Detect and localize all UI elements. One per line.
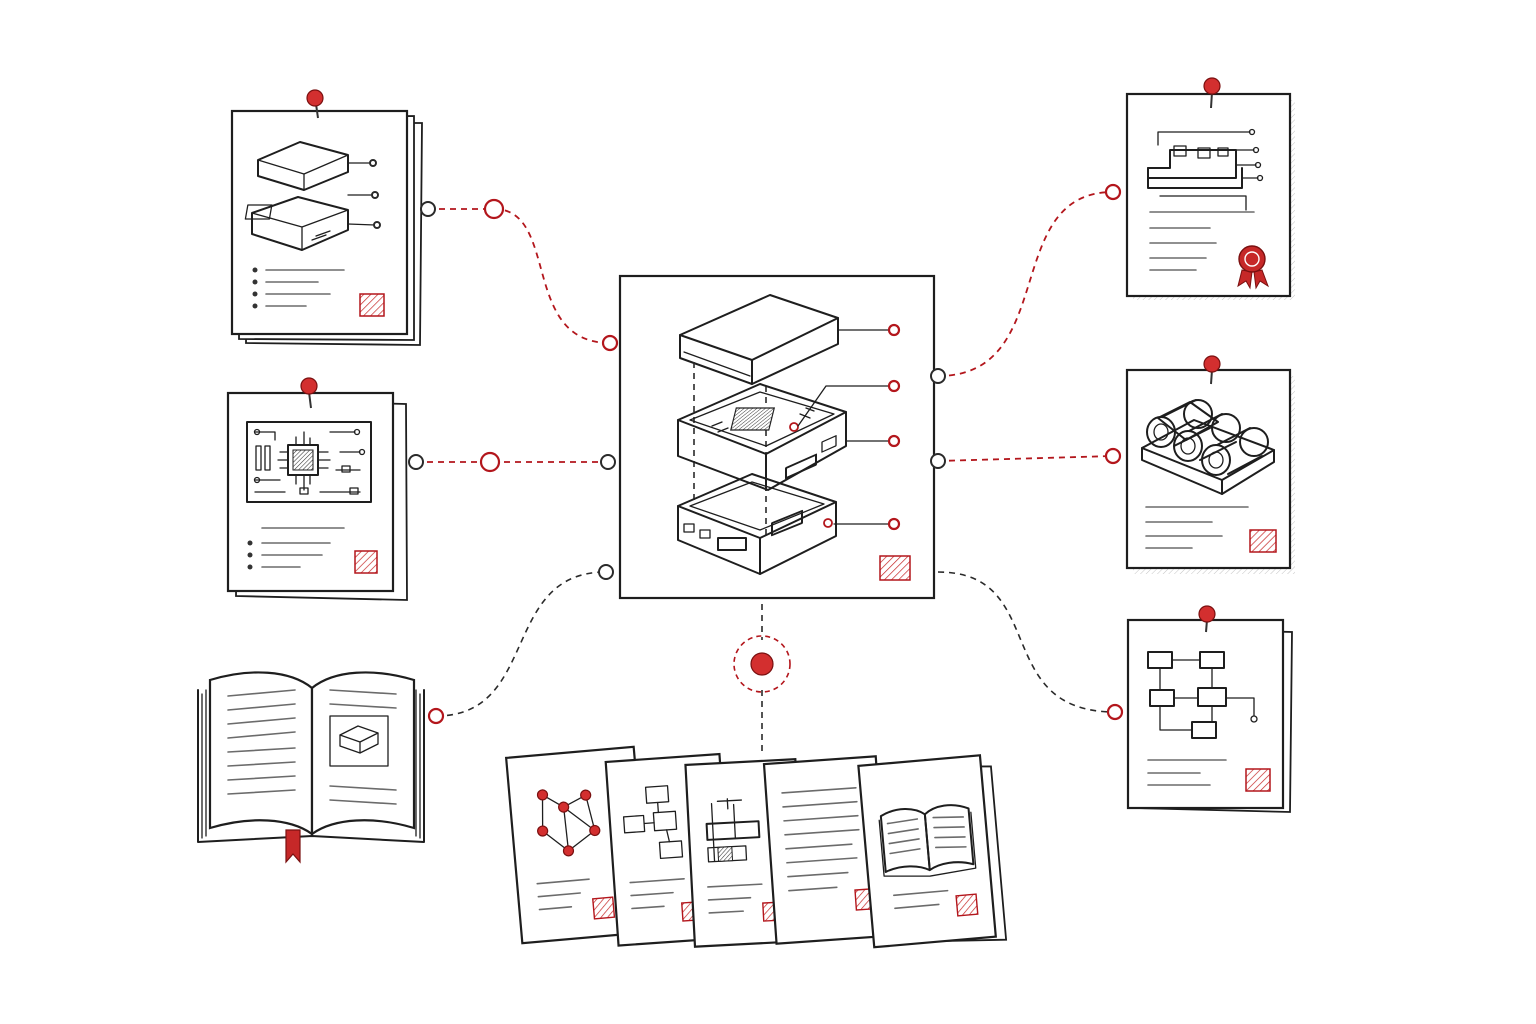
pushpin-icon [1203, 355, 1221, 385]
pushpin-icon [306, 89, 324, 119]
text-lines [252, 267, 345, 309]
pushpin-icon [300, 377, 318, 409]
exploded-device-enclosure-icon [677, 294, 901, 575]
red-target-dot-icon [750, 652, 774, 676]
text-lines [227, 689, 397, 805]
text-lines [247, 527, 345, 570]
document-fan [504, 745, 1008, 951]
port-blockdiagram-in[interactable] [1106, 703, 1124, 721]
doc-manual[interactable] [197, 671, 425, 864]
port-center-in-mid[interactable] [600, 454, 616, 470]
doc-block-diagram-spec[interactable] [1126, 605, 1293, 813]
hatched-stamp-icon [359, 293, 385, 317]
certification-seal-icon [1237, 245, 1269, 290]
port-board-mid[interactable] [479, 451, 501, 473]
connector-center-to-schematic [937, 191, 1114, 377]
circuit-board-icon [246, 421, 372, 503]
port-board-out[interactable] [408, 454, 424, 470]
text-page-icon [781, 786, 860, 892]
network-graph-icon [536, 789, 601, 857]
doc-certified-schematic[interactable] [1125, 77, 1295, 300]
flowchart-icon [622, 785, 684, 860]
hatched-stamp-icon [879, 555, 911, 581]
bookmark-ribbon-icon [285, 829, 301, 864]
port-center-in-top[interactable] [601, 334, 619, 352]
connectors [416, 191, 1116, 752]
connector-manual-to-center [435, 571, 607, 717]
battery-cells-icon [1141, 399, 1275, 495]
schematic-icon [1147, 128, 1264, 211]
technical-drawing-icon [705, 798, 761, 863]
pushpin-icon [1198, 605, 1216, 633]
center-node[interactable] [618, 274, 936, 600]
text-lines [1147, 759, 1227, 786]
ports [408, 183, 1124, 725]
port-center-out-mid[interactable] [930, 453, 946, 469]
port-center-out-top[interactable] [930, 368, 946, 384]
device-enclosure-icon [339, 725, 379, 754]
port-enclosure-out[interactable] [420, 201, 436, 217]
port-manual-out[interactable] [427, 707, 445, 725]
text-lines [1149, 211, 1255, 271]
pushpin-icon [1203, 77, 1221, 109]
device-enclosure-icon [244, 141, 381, 251]
fan-doc-open-book[interactable] [857, 754, 1008, 951]
doc-circuit-board-spec[interactable] [226, 377, 408, 601]
hub-node[interactable] [733, 635, 791, 693]
port-enclosure-mid[interactable] [483, 198, 505, 220]
port-schematic-in[interactable] [1104, 183, 1122, 201]
doc-enclosure-spec[interactable] [230, 89, 423, 346]
open-book-icon [878, 804, 977, 877]
block-diagram-icon [1147, 651, 1258, 739]
callout-leaders [797, 323, 901, 531]
hatched-stamp-icon [354, 550, 378, 574]
hatched-stamp-icon [1249, 529, 1277, 553]
text-lines [1145, 506, 1249, 549]
port-battery-in[interactable] [1104, 447, 1122, 465]
connector-center-to-blockdiagram [937, 571, 1116, 713]
port-center-in-bottom[interactable] [598, 564, 614, 580]
connector-center-to-battery [937, 455, 1114, 462]
hatched-stamp-icon [1245, 768, 1271, 792]
connector-enclosure-to-center [428, 208, 611, 344]
doc-battery-spec[interactable] [1125, 355, 1295, 574]
